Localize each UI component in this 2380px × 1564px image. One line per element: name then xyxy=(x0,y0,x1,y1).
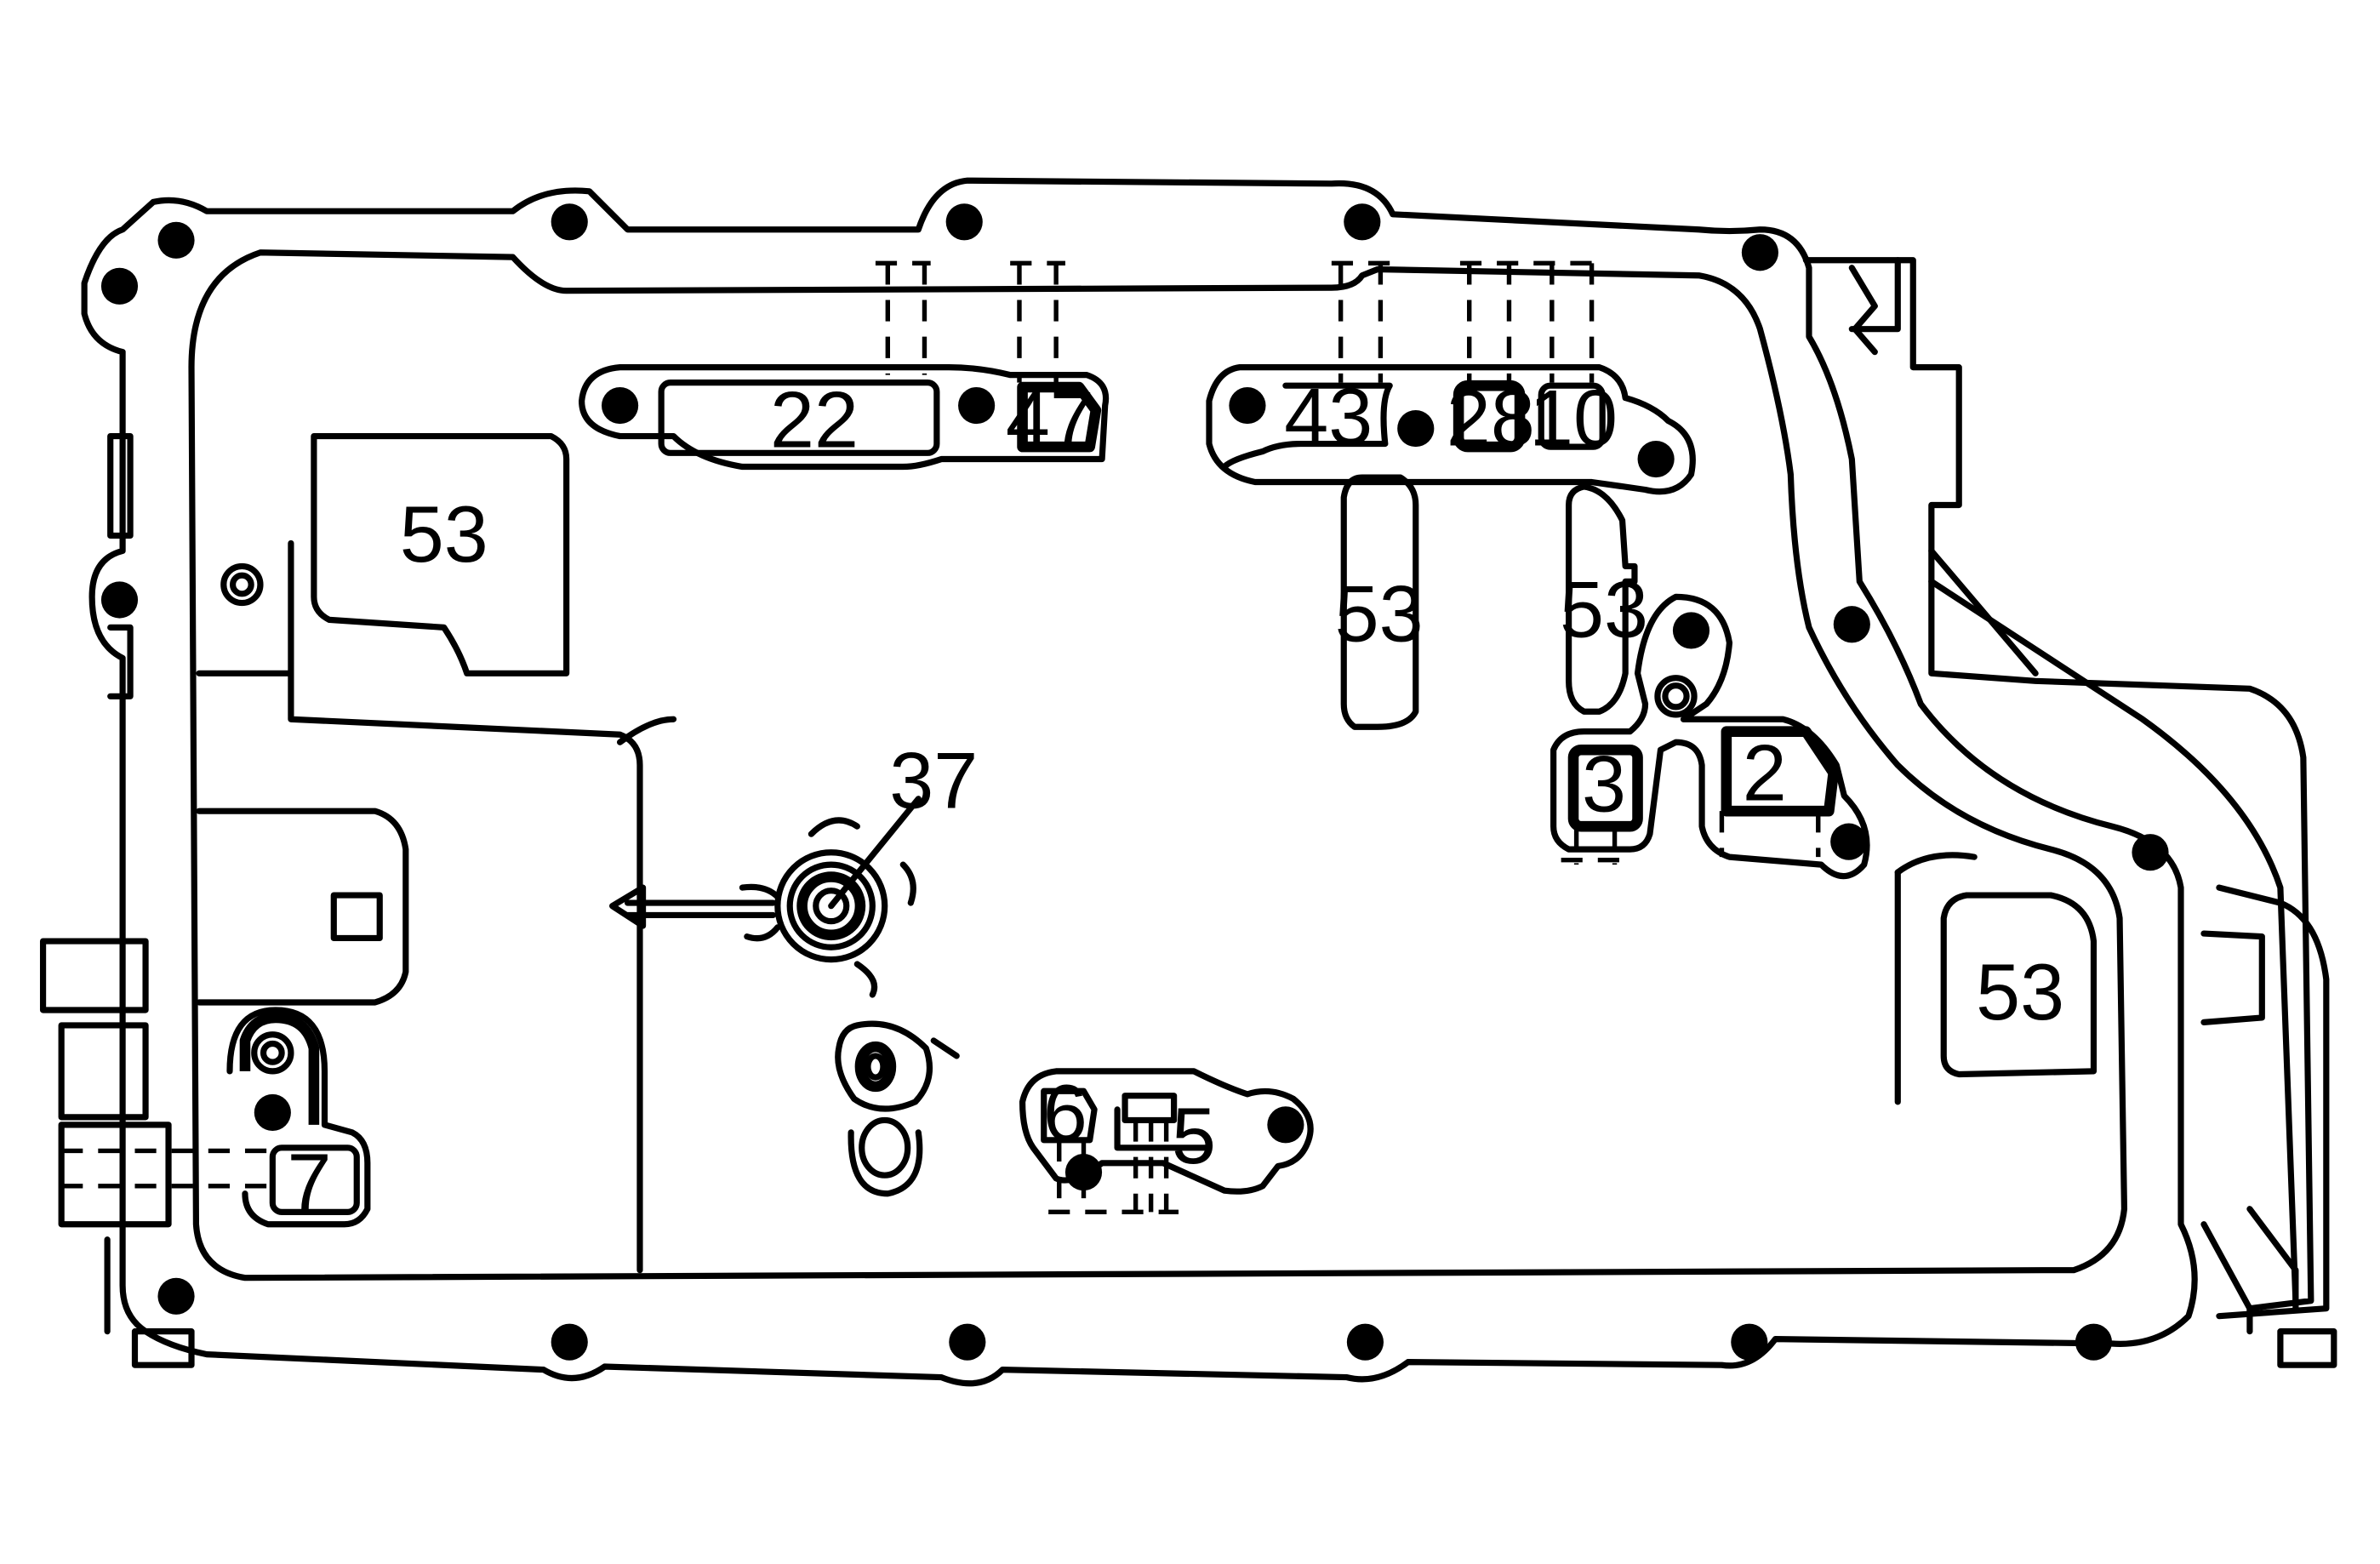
label-10: 10 xyxy=(1529,373,1618,462)
label-3: 3 xyxy=(1582,739,1626,828)
left-housing xyxy=(39,432,195,1368)
label-47: 47 xyxy=(1006,374,1094,464)
outer-flange xyxy=(81,177,2198,1387)
port-47 xyxy=(1017,381,1102,453)
boss-7-outline xyxy=(239,1012,320,1125)
boss-22-47 xyxy=(579,364,1110,471)
label-6: 6 xyxy=(1043,1068,1087,1157)
inner-flange xyxy=(188,249,2128,1281)
pad-53-bottom-right xyxy=(1940,892,2097,1078)
pad-53-center xyxy=(1340,474,1419,730)
port-10 xyxy=(1538,382,1606,450)
label-43: 43 xyxy=(1284,372,1373,461)
passages-6-5 xyxy=(1048,1120,1179,1215)
port-3 xyxy=(1567,744,1643,832)
boss-3-2 xyxy=(1550,593,1870,880)
passages-3-2 xyxy=(1561,811,1821,865)
label-53-center: 53 xyxy=(1335,569,1424,659)
port-22 xyxy=(658,380,940,456)
top-passages xyxy=(875,260,1601,383)
label-7: 7 xyxy=(287,1137,331,1226)
port-28 xyxy=(1453,380,1526,453)
partitions xyxy=(196,539,1978,1274)
port-2 xyxy=(1721,726,1840,817)
locator-pin xyxy=(1654,675,1698,718)
label-53-right: 53 xyxy=(1560,564,1648,654)
label-53-bottom-right: 53 xyxy=(1976,947,2064,1036)
pad-53-top-left xyxy=(311,432,570,676)
port-6 xyxy=(1041,1087,1098,1144)
label-53-top-left: 53 xyxy=(400,489,488,579)
right-housing xyxy=(1802,257,2337,1368)
pin-7 xyxy=(251,1031,294,1075)
label-5: 5 xyxy=(1172,1091,1216,1180)
ring-left xyxy=(220,562,264,607)
port-5-window xyxy=(1122,1093,1178,1124)
label-22: 22 xyxy=(770,374,859,464)
small-bosses xyxy=(835,1020,960,1197)
pad-53-right xyxy=(1566,483,1638,715)
port-7 xyxy=(269,1144,360,1215)
component-37 xyxy=(608,796,922,998)
label-37: 37 xyxy=(889,736,978,825)
boss-6-5 xyxy=(1019,1068,1314,1195)
label-28: 28 xyxy=(1447,373,1535,462)
label-2: 2 xyxy=(1743,728,1787,818)
boss-43-28-10 xyxy=(1206,364,1696,495)
callout-labels: 22 47 43 28 10 53 53 53 53 37 3 2 6 5 7 xyxy=(287,372,2064,1226)
bolts xyxy=(100,203,2169,1361)
port-43 xyxy=(1221,382,1393,471)
